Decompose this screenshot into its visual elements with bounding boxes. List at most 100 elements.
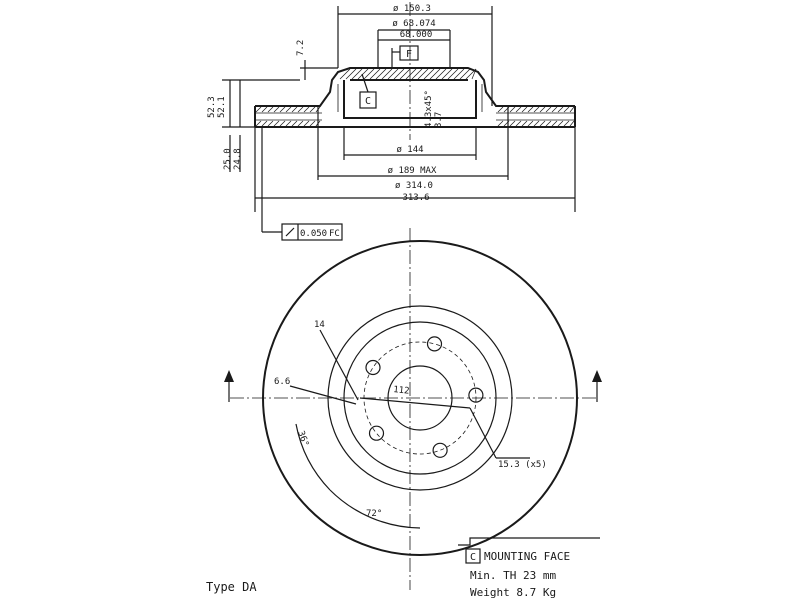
- bolt-hole-4: [368, 425, 385, 441]
- hatch-line: [303, 120, 310, 127]
- leader-14: [319, 329, 359, 401]
- dim-height-max: 52.3: [207, 96, 217, 118]
- runout-ref: FC: [329, 229, 340, 239]
- hatch-line: [533, 120, 540, 127]
- weight-note: Weight 8.7 Kg: [470, 586, 556, 599]
- section-view: F C ø 150.3 ø 68.074 68.000 7.2 52.3 52.…: [207, 2, 576, 241]
- hatch-line: [381, 68, 393, 80]
- hatch-line: [453, 68, 465, 80]
- hatch-line: [515, 120, 522, 127]
- bolt-hole-3: [432, 442, 448, 458]
- hatch-line: [417, 68, 429, 80]
- runout-arrow-icon: [285, 227, 295, 237]
- section-arrow-left-icon: [224, 370, 234, 382]
- hatch-line: [459, 68, 471, 80]
- bolt-hole-2: [468, 387, 484, 403]
- hatch-line: [309, 106, 316, 113]
- bolt-holes-label: 15.3 (x5): [498, 460, 547, 470]
- chamfer-a: 4.3x45°: [424, 90, 434, 128]
- disc-profile-outline: [254, 67, 576, 128]
- dim-189: ø 189 MAX: [388, 166, 437, 176]
- dim-thickness-min: 24.8: [233, 148, 243, 170]
- hatch-line: [527, 106, 534, 113]
- datum-c-label: C: [365, 96, 371, 107]
- leader-bolt-holes: [469, 407, 497, 459]
- hatch-line: [357, 68, 369, 80]
- hatch-line: [509, 120, 516, 127]
- datum-f-label: F: [406, 49, 412, 60]
- hatch-line: [297, 106, 304, 113]
- hatch-line: [387, 68, 399, 80]
- hatch-line: [435, 68, 447, 80]
- runout-value: 0.050: [300, 229, 327, 239]
- hatch-line: [297, 120, 304, 127]
- type-note: Type DA: [206, 580, 257, 594]
- hatch-line: [521, 106, 528, 113]
- hatch-line: [273, 120, 280, 127]
- hatch-line: [291, 120, 298, 127]
- hatch-line: [351, 68, 363, 80]
- hatch-line: [369, 68, 381, 80]
- hatch-line: [471, 68, 477, 80]
- bolt-holes: [365, 336, 484, 458]
- hatch-line: [539, 106, 546, 113]
- hatch-line: [255, 120, 262, 127]
- datum-f-box: [399, 45, 419, 61]
- plan-view: 14 6.6 112 36° 72° 15.3 (x5): [224, 228, 602, 590]
- dim-diam-min: 313.6: [402, 193, 429, 203]
- hatch-line: [261, 120, 268, 127]
- dim-height-min: 52.1: [217, 96, 227, 118]
- hatch-line: [539, 120, 546, 127]
- dim-14: 14: [314, 320, 325, 330]
- dim-bore-max: ø 68.074: [392, 19, 435, 29]
- hatch-line: [527, 120, 534, 127]
- leader-6-6: [289, 385, 357, 405]
- hatch-line: [339, 68, 351, 80]
- hatch-line: [533, 106, 540, 113]
- hatch-line: [255, 106, 262, 113]
- hatch-line: [279, 120, 286, 127]
- runout-tolerance-frame: [281, 223, 343, 241]
- mounting-datum-box: [465, 548, 481, 564]
- dim-thickness-max: 25.0: [223, 148, 233, 170]
- dim-6-6: 6.6: [274, 377, 290, 387]
- hatch-line: [393, 68, 405, 80]
- hatch-line: [291, 106, 298, 113]
- angle-arc-36: [295, 423, 331, 491]
- hatch-line: [515, 106, 522, 113]
- dim-144: ø 144: [396, 145, 423, 155]
- hatch-line: [557, 106, 564, 113]
- hatch-line: [411, 68, 423, 80]
- angle-72: 72°: [366, 509, 382, 519]
- dim-diam-max: ø 314.0: [395, 181, 433, 191]
- hatch-line: [375, 68, 387, 80]
- hatch-line: [509, 106, 516, 113]
- dim-outer-hub: ø 150.3: [393, 4, 431, 14]
- hatch-line: [447, 68, 459, 80]
- angle-36: 36°: [295, 430, 310, 449]
- hatch-line: [563, 120, 570, 127]
- hatch-line: [309, 120, 316, 127]
- hatch-line: [345, 68, 357, 80]
- angle-arc-72: [329, 489, 421, 529]
- hatch-line: [569, 120, 575, 127]
- hatch-line: [563, 106, 570, 113]
- chamfer-b: 3.7: [434, 112, 444, 128]
- hatch-line: [569, 106, 575, 113]
- hatch-line: [363, 68, 375, 80]
- datum-c-box: [359, 91, 377, 109]
- dim-bore-min: 68.000: [400, 30, 433, 40]
- hatch-line: [545, 120, 552, 127]
- hatch-line: [545, 106, 552, 113]
- min-thickness-note: Min. TH 23 mm: [470, 569, 556, 582]
- hatch-line: [497, 120, 504, 127]
- hatch-line: [261, 106, 268, 113]
- leader-112: [359, 397, 471, 409]
- hatch-line: [521, 120, 528, 127]
- hatch-line: [303, 106, 310, 113]
- section-dimension-lines: [222, 6, 576, 233]
- section-hatching: [255, 68, 575, 127]
- hatch-line: [267, 120, 274, 127]
- hatch-line: [285, 120, 292, 127]
- hatch-line: [273, 106, 280, 113]
